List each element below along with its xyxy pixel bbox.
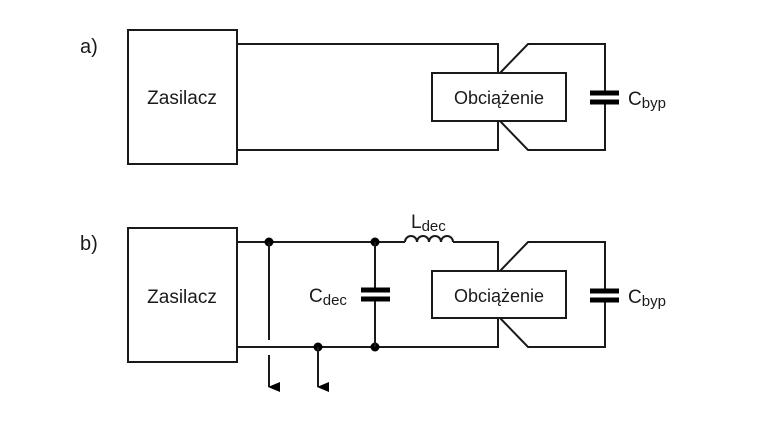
wire-top-b-right [453, 241, 499, 271]
load-label-b: Obciążenie [454, 286, 544, 306]
bypass-capacitor-a [590, 90, 619, 105]
bypass-wire-top-b [499, 241, 606, 290]
bypass-cap-label-a: Cbyp [628, 89, 666, 112]
load-box-b [431, 270, 567, 319]
panel-a: a) Zasilacz Obciążenie Cbyp [80, 29, 666, 165]
decoupling-inductor [404, 235, 454, 243]
bypass-wire-bottom-b [499, 300, 606, 348]
wire-bottom-b [237, 318, 499, 348]
bypass-capacitor-b [590, 288, 619, 303]
bypass-wire-top-a [499, 43, 606, 92]
power-supply-box-a [127, 29, 238, 165]
power-supply-label-b: Zasilacz [147, 287, 217, 308]
load-box-a [431, 72, 567, 122]
decoupling-cap-label: Cdec [309, 286, 347, 309]
wire-top-a [237, 43, 499, 73]
decoupling-capacitor [361, 287, 390, 302]
power-supply-box-b [127, 227, 238, 363]
panel-a-label: a) [80, 36, 98, 58]
load-label-a: Obciążenie [454, 88, 544, 108]
bypass-wire-bottom-a [499, 102, 606, 151]
panel-b-label: b) [80, 233, 98, 255]
power-supply-label-a: Zasilacz [147, 88, 217, 109]
bypass-cap-label-b: Cbyp [628, 287, 666, 310]
decoupling-inductor-label: Ldec [411, 212, 446, 235]
panel-b: b) Zasilacz Ldec Cdec Obciążenie [80, 212, 666, 392]
wire-bottom-a [237, 121, 499, 151]
